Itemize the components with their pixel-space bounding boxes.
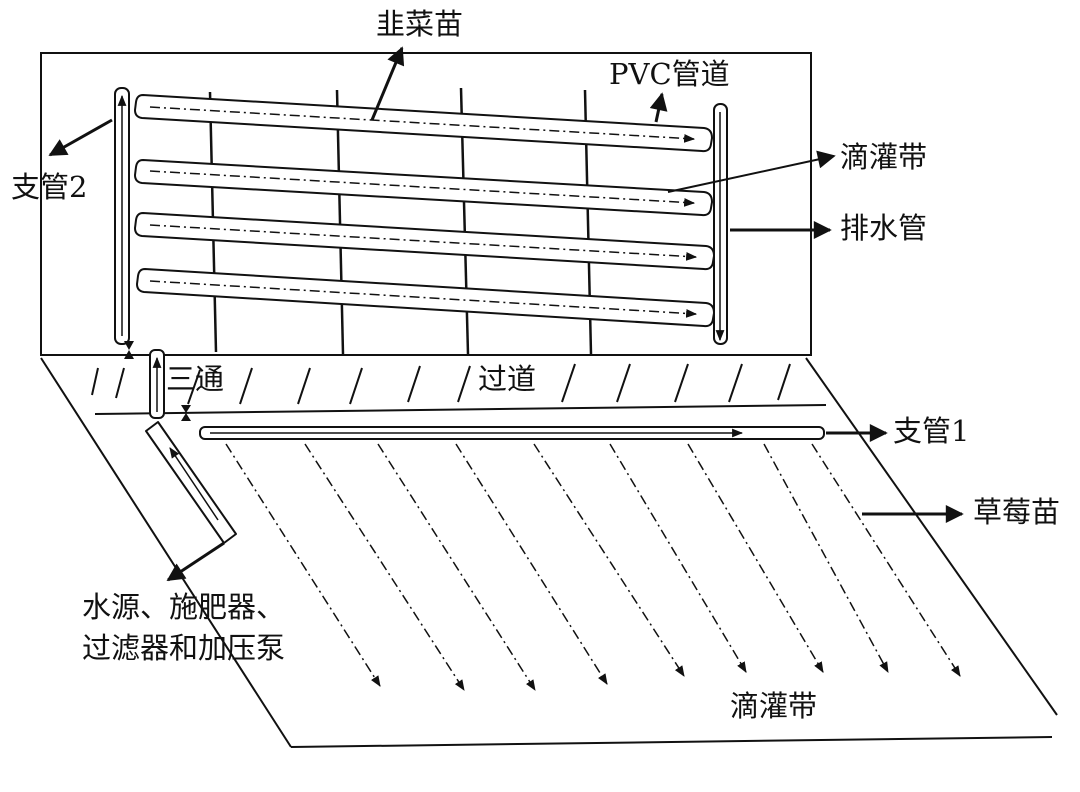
- label-chive-seedlings: 韭菜苗: [376, 7, 464, 41]
- walkway-edge: [94, 404, 827, 415]
- drip-tape-line: [225, 443, 381, 687]
- label-drain-pipe: 排水管: [840, 211, 928, 245]
- leader-source: [166, 541, 225, 582]
- strawberry-bed: [40, 341, 1058, 748]
- leader-branch2: [48, 118, 113, 157]
- valve-icon: [181, 405, 191, 421]
- pvc-line: [335, 89, 345, 355]
- drip-tape-line: [304, 443, 465, 691]
- chive-rows: [133, 93, 716, 328]
- drip-tape-line: [609, 443, 747, 673]
- label-branch-pipe-2: 支管2: [11, 170, 88, 204]
- drain-pipe: [713, 103, 728, 345]
- leader-arrows: [48, 46, 964, 582]
- chive-bed-frame: [40, 52, 812, 356]
- branch-pipe-2: [114, 87, 130, 345]
- drip-tape-line: [377, 443, 536, 691]
- leader-pvc: [649, 92, 668, 123]
- drip-tape-line: [811, 443, 961, 677]
- chive-bed: [40, 52, 812, 356]
- label-walkway: 过道: [478, 362, 537, 396]
- label-strawberry-seedlings: 草莓苗: [973, 495, 1061, 529]
- drip-tape-line: [149, 280, 698, 318]
- label-drip-tape-top: 滴灌带: [840, 140, 928, 174]
- leader-drip-top: [667, 150, 836, 193]
- drip-tape-line: [455, 443, 608, 685]
- drip-tape-line: [687, 443, 824, 673]
- branch-pipe-1: [199, 426, 825, 440]
- label-tee: 三通: [166, 362, 225, 396]
- label-branch-pipe-1: 支管1: [893, 414, 970, 448]
- drip-tape-line: [149, 170, 696, 207]
- leader-chive: [370, 46, 405, 121]
- valve-icon: [124, 341, 134, 359]
- drip-tape-line: [149, 224, 698, 261]
- chive-row: [133, 93, 714, 153]
- drip-tape-line: [763, 443, 889, 673]
- drip-tape-line: [149, 106, 696, 143]
- source-pipe: [145, 421, 237, 544]
- tee-riser: [149, 349, 165, 419]
- strawberry-drip-tapes: [225, 443, 961, 691]
- label-drip-tape-bottom: 滴灌带: [730, 689, 818, 723]
- chive-drip-tapes: [149, 106, 698, 318]
- valve-icons: [124, 341, 191, 421]
- walkway-hatching: [91, 363, 791, 405]
- drip-tape-line: [533, 443, 685, 677]
- label-source-line1: 水源、施肥器、: [82, 590, 286, 624]
- label-pvc-pipe: PVC管道: [609, 57, 730, 91]
- label-source-line2: 过滤器和加压泵: [82, 631, 286, 665]
